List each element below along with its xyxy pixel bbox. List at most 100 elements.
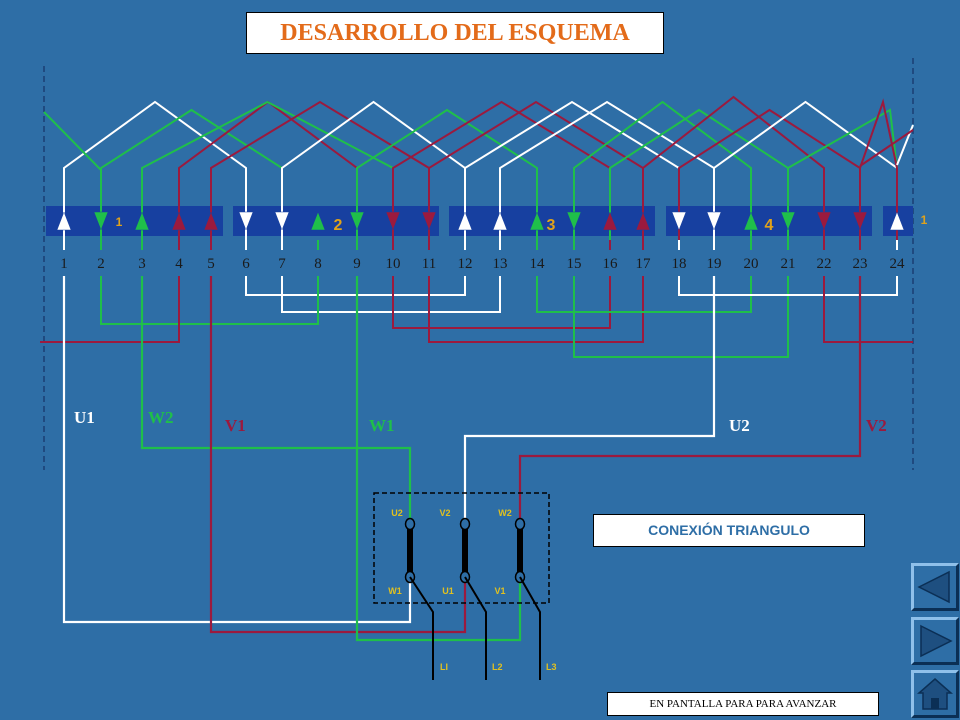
current-arrow <box>457 211 473 231</box>
next-icon <box>920 624 953 658</box>
terminal-label-v2: V2 <box>439 508 450 518</box>
slot-connector <box>100 276 319 325</box>
pole-bar-4 <box>666 206 872 236</box>
pole-numbers: 1 2 3 4 1 <box>116 213 928 234</box>
slot-connector <box>245 276 466 296</box>
phase-label-v2: V2 <box>866 416 887 435</box>
current-arrow <box>566 211 582 231</box>
coil-overhang <box>573 100 752 246</box>
current-arrow <box>274 211 290 231</box>
coil-overhang <box>356 108 538 246</box>
current-arrow <box>492 211 508 231</box>
slot-number: 14 <box>530 256 546 272</box>
terminal-label-w2: W2 <box>498 508 512 518</box>
current-arrow <box>203 211 219 231</box>
terminal-label-u1: U1 <box>442 586 454 596</box>
current-arrow <box>349 211 365 231</box>
slot-number: 8 <box>314 256 322 272</box>
slot-number: 16 <box>603 256 619 272</box>
slot-number: 19 <box>707 256 722 272</box>
phase-lead <box>518 276 862 519</box>
terminal-label-w1: W1 <box>388 586 402 596</box>
current-arrow <box>671 211 687 231</box>
slot-connector <box>573 276 789 358</box>
slot-connector <box>281 276 501 313</box>
coil-overhang <box>642 95 825 246</box>
previous-icon <box>917 570 950 604</box>
current-arrows <box>56 211 905 231</box>
current-arrow <box>635 211 651 231</box>
slot-number: 4 <box>175 256 183 272</box>
terminal-labels: U2 V2 W2 W1 U1 V1 <box>388 508 512 596</box>
pole-number: 4 <box>765 217 774 234</box>
current-arrow <box>743 211 759 231</box>
connection-type-label: CONEXIÓN TRIANGULO <box>593 514 865 547</box>
pole-bar-2 <box>233 206 439 236</box>
slot-number: 20 <box>744 256 759 272</box>
line-label-l2: L2 <box>492 662 503 672</box>
pole-number: 1 <box>116 215 123 229</box>
current-arrow <box>421 211 437 231</box>
slot-connector <box>678 276 898 296</box>
next-button[interactable] <box>911 617 959 665</box>
pole-bar-1 <box>46 206 223 236</box>
phase-lead <box>355 276 522 642</box>
slot-connector <box>392 276 611 329</box>
current-arrow <box>780 211 796 231</box>
slot-number: 18 <box>672 256 687 272</box>
current-arrow <box>56 211 72 231</box>
current-arrow <box>134 211 150 231</box>
slot-number: 10 <box>386 256 401 272</box>
current-arrow <box>93 211 109 231</box>
slot-number: 7 <box>278 256 286 272</box>
current-arrow <box>310 211 326 231</box>
terminal-links <box>407 529 523 573</box>
slot-number: 5 <box>207 256 215 272</box>
slot-number: 15 <box>567 256 582 272</box>
phase-label-w2: W2 <box>148 408 174 427</box>
phase-label-v1: V1 <box>225 416 246 435</box>
slot-number: 13 <box>493 256 508 272</box>
slot-number: 11 <box>422 256 436 272</box>
home-button[interactable] <box>911 670 959 718</box>
terminal-box <box>373 492 550 604</box>
slot-number: 9 <box>353 256 361 272</box>
slot-number: 21 <box>781 256 796 272</box>
advance-instruction[interactable]: EN PANTALLA PARA PARA AVANZAR <box>607 692 879 716</box>
slot-number: 1 <box>60 256 68 272</box>
pole-bars <box>46 206 913 236</box>
phase-label-w1: W1 <box>369 416 395 435</box>
slot-number: 17 <box>636 256 652 272</box>
slot-number: 6 <box>242 256 250 272</box>
slot-number: 2 <box>97 256 105 272</box>
current-arrow <box>238 211 254 231</box>
phase-lead <box>463 276 716 519</box>
current-arrow <box>171 211 187 231</box>
current-arrow <box>852 211 868 231</box>
previous-button[interactable] <box>911 563 959 611</box>
pole-bar-3 <box>449 206 655 236</box>
current-arrow <box>816 211 832 231</box>
line-label-l3: L3 <box>546 662 557 672</box>
wrap-stub <box>859 129 914 167</box>
slot-number: 12 <box>458 256 473 272</box>
phase-label-u2: U2 <box>729 416 750 435</box>
current-arrow <box>529 211 545 231</box>
slot-connector <box>823 276 913 343</box>
terminal-label-v1: V1 <box>494 586 505 596</box>
pole-number: 2 <box>334 217 343 234</box>
home-icon <box>917 678 953 710</box>
line-label-l1: LI <box>440 662 448 672</box>
phase-lead <box>62 276 412 624</box>
phase-labels: U1 W2 V1 W1 U2 V2 <box>74 408 887 435</box>
page-title: DESARROLLO DEL ESQUEMA <box>246 12 664 54</box>
phase-lead <box>209 276 467 634</box>
pole-number: 3 <box>547 217 556 234</box>
supply-lines <box>409 576 541 680</box>
slot-number: 22 <box>817 256 832 272</box>
phase-lead <box>140 276 412 519</box>
coil-wires <box>40 95 914 642</box>
coil-overhang <box>859 98 898 246</box>
